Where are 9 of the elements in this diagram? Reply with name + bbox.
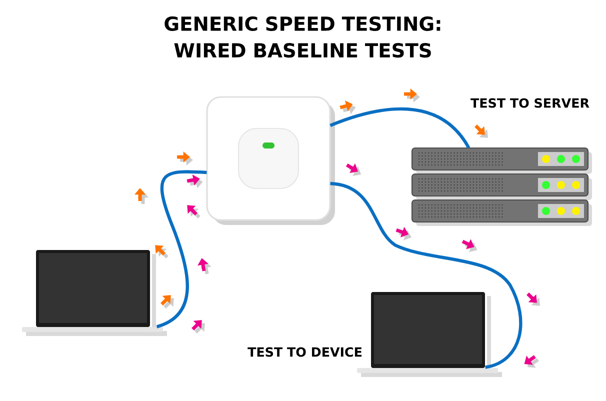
test-label: TEST TO SERVER — [470, 98, 590, 108]
router-drawing — [206, 96, 335, 225]
cable — [330, 108, 470, 149]
server-rack-drawing — [411, 147, 592, 226]
laptop-drawing — [22, 250, 167, 336]
test-label: TEST TO DEVICE — [248, 347, 362, 357]
cable — [156, 170, 207, 328]
cable — [330, 182, 522, 369]
title: GENERIC SPEED TESTING: WIRED BASELINE TESTS — [164, 16, 440, 58]
